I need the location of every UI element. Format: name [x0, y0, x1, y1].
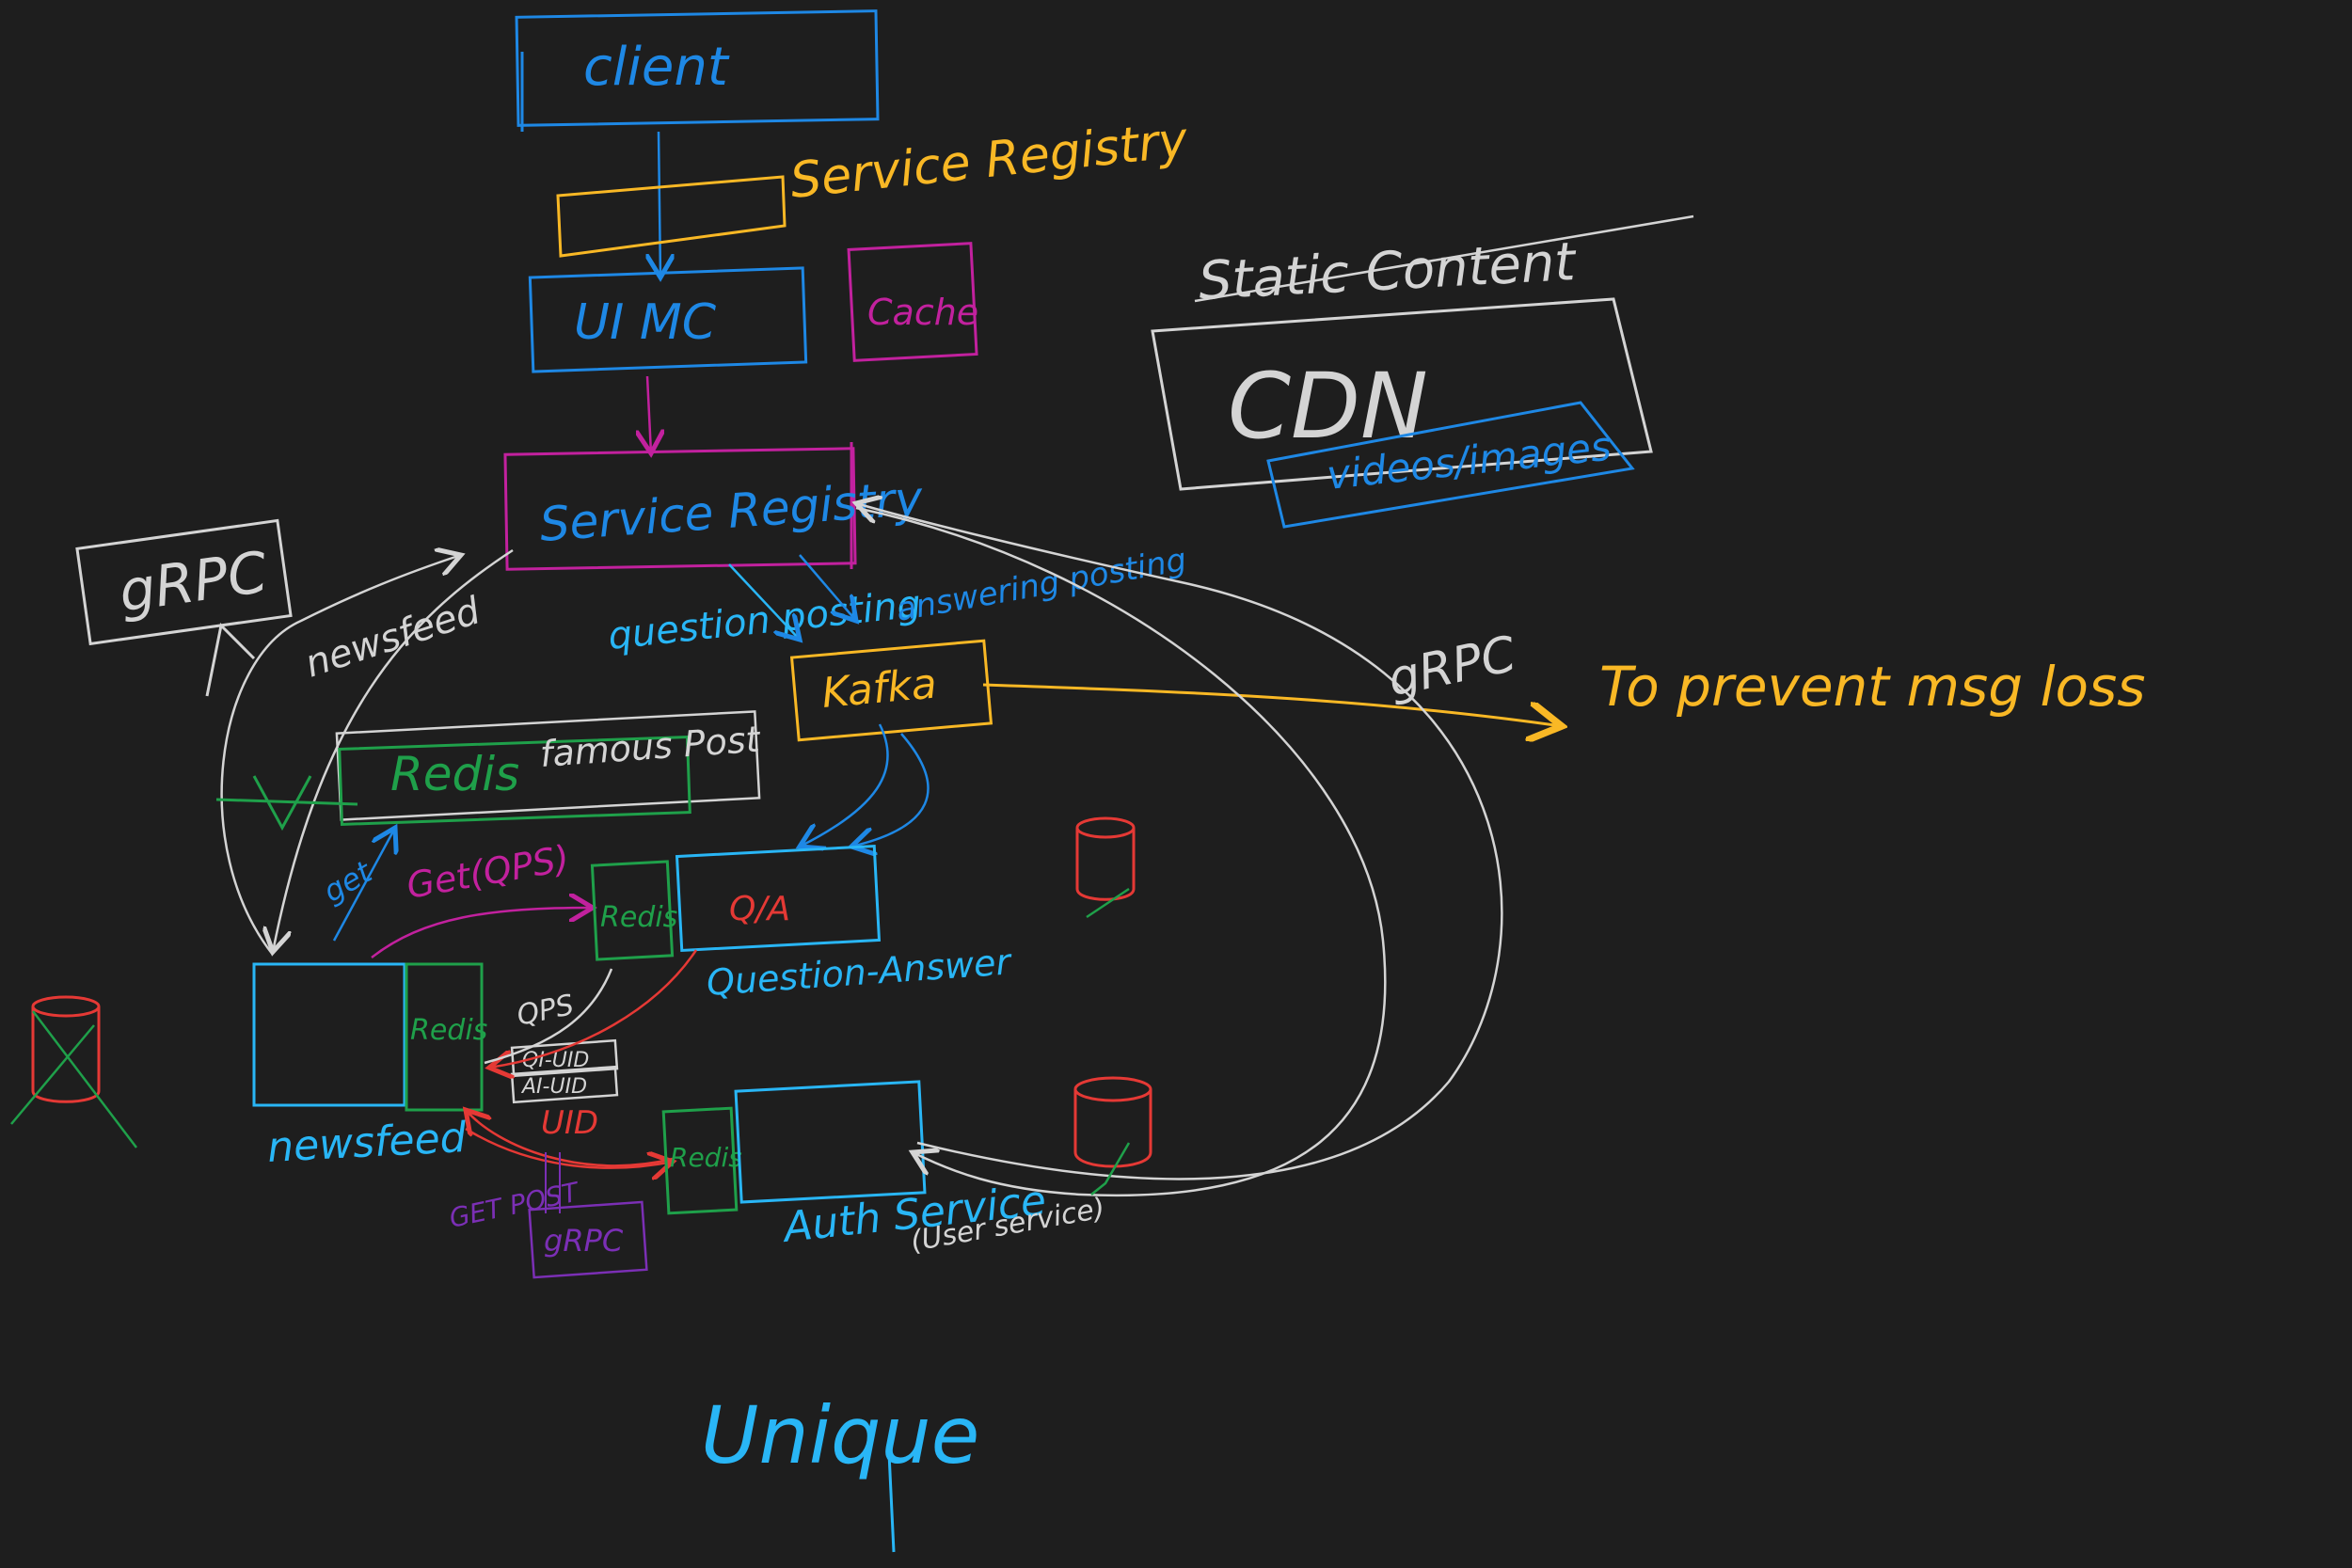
famous-post-bracket [215, 775, 358, 832]
static-content-label: Static Content [1197, 231, 1579, 312]
question-answer-label: Question-Answer [706, 941, 1014, 1004]
ui-mc-label: UI MC [574, 294, 717, 351]
registry-to-question-arrow [728, 563, 800, 640]
registry-to-answering-arrow [799, 554, 856, 621]
unique-tail [887, 1452, 896, 1553]
cache-node: Cache [847, 242, 978, 362]
kafka-to-qa-line-1 [800, 723, 889, 847]
uimc-to-registry-arrow [647, 375, 651, 453]
service-registry-top-label: Service Registry [787, 112, 1191, 210]
grpc-node: gRPC [75, 518, 293, 697]
auth-to-newsfeed-red [466, 1110, 674, 1167]
question-answer-box [675, 844, 882, 953]
newsfeed-node: Redis newsfeed [252, 962, 487, 1172]
service-registry-top-box [556, 175, 787, 258]
uid-label: UID [541, 1104, 598, 1142]
kafka-box [789, 639, 993, 742]
cdn-label: CDN [1228, 354, 1428, 459]
grpc-pointer [205, 622, 256, 697]
grpc-small-box [528, 1200, 648, 1279]
newsfeed-line-label: newsfeed [300, 589, 486, 686]
db-1-top [1075, 816, 1136, 839]
famous-post-label: famous Post [539, 719, 763, 775]
ui-mc-node: UI MC [528, 266, 808, 373]
client-to-uimc-arrow [659, 131, 660, 277]
cache-label: Cache [867, 292, 978, 333]
cdn-node: Static Content CDN videos/images [1151, 214, 1694, 529]
db-cylinder-crossed [10, 995, 137, 1148]
db-2-top [1073, 1076, 1152, 1102]
question-posting-label: question posting [606, 582, 923, 658]
grpc-small-label: gRPC [544, 1223, 624, 1259]
db-2-check [1090, 1142, 1131, 1196]
qa-to-newsfeed-white [484, 968, 613, 1065]
db-cylinder-2 [1073, 1076, 1152, 1196]
auth-service-node: Redis Auth Service (User service) [661, 1080, 1107, 1259]
service-registry-top: Service Registry [556, 112, 1191, 258]
cache-box [847, 242, 978, 362]
unique-label: Unique [701, 1389, 979, 1481]
ai-uid-label: AI-UID [520, 1075, 587, 1099]
to-prevent-loss-label: To prevent msg loss [1599, 655, 2145, 719]
registry-auth-loop-1 [855, 506, 1387, 1197]
db-3-top [31, 995, 101, 1018]
redis-famous-box [338, 736, 691, 826]
redis-qa-label: Redis [600, 901, 677, 934]
client-node: client [515, 9, 880, 132]
cdn-box [1151, 297, 1653, 491]
get-qps-arrow [371, 908, 593, 958]
qa-label: Q/A [729, 890, 790, 928]
redis-qa-box [590, 860, 675, 961]
newsfeed-label: newsfeed [266, 1114, 469, 1172]
db-1-check [1086, 887, 1130, 919]
grpc-box [75, 518, 293, 646]
kafka-node: Kafka [789, 639, 993, 742]
redis-famous-label: Redis [390, 747, 519, 801]
static-content-underline [1194, 214, 1694, 303]
db-cylinder-1 [1075, 816, 1136, 919]
question-answer-node: Redis Q/A Question-Answer [590, 844, 1014, 1004]
grpc-arrow-label: gRPC [1383, 626, 1521, 707]
db-3-body [31, 1006, 101, 1103]
registry-to-newsfeed-line [273, 548, 514, 952]
client-box [515, 9, 880, 127]
grpc-label: gRPC [115, 540, 271, 626]
db-1-body [1075, 828, 1136, 901]
newsfeed-to-registry-line [220, 555, 461, 956]
get-arrow [332, 828, 395, 942]
kafka-label: Kafka [820, 660, 939, 718]
qa-to-newsfeed-red [489, 949, 698, 1068]
db-2-body [1073, 1089, 1152, 1168]
db-3-cross-2 [10, 1024, 95, 1125]
registry-auth-loop-2 [856, 503, 1503, 1180]
newsfeed-to-auth-red [465, 1127, 673, 1168]
redis-newsfeed-box [405, 962, 484, 1112]
uid-stack: QI-UID AI-UID [510, 1038, 619, 1104]
video-images-box [1266, 401, 1635, 529]
famous-post-cache: Redis famous Post [215, 710, 763, 832]
answering-posting-label: answering posting [894, 541, 1189, 629]
get-label: get [317, 853, 379, 910]
client-label: client [583, 37, 730, 98]
kafka-to-qa-line-2 [851, 733, 930, 847]
get-qps-label: Get(QPS) [404, 837, 572, 907]
kafka-to-prevent-arrow [982, 683, 1562, 726]
db-3-cross-1 [32, 1010, 137, 1148]
ai-uid-box [510, 1065, 619, 1104]
newsfeed-box [252, 962, 406, 1107]
redis-auth-label: Redis [670, 1142, 742, 1173]
redis-auth-box [661, 1106, 739, 1215]
auth-service-box [734, 1080, 927, 1204]
ui-mc-box [528, 266, 808, 373]
redis-newsfeed-label: Redis [410, 1014, 487, 1047]
